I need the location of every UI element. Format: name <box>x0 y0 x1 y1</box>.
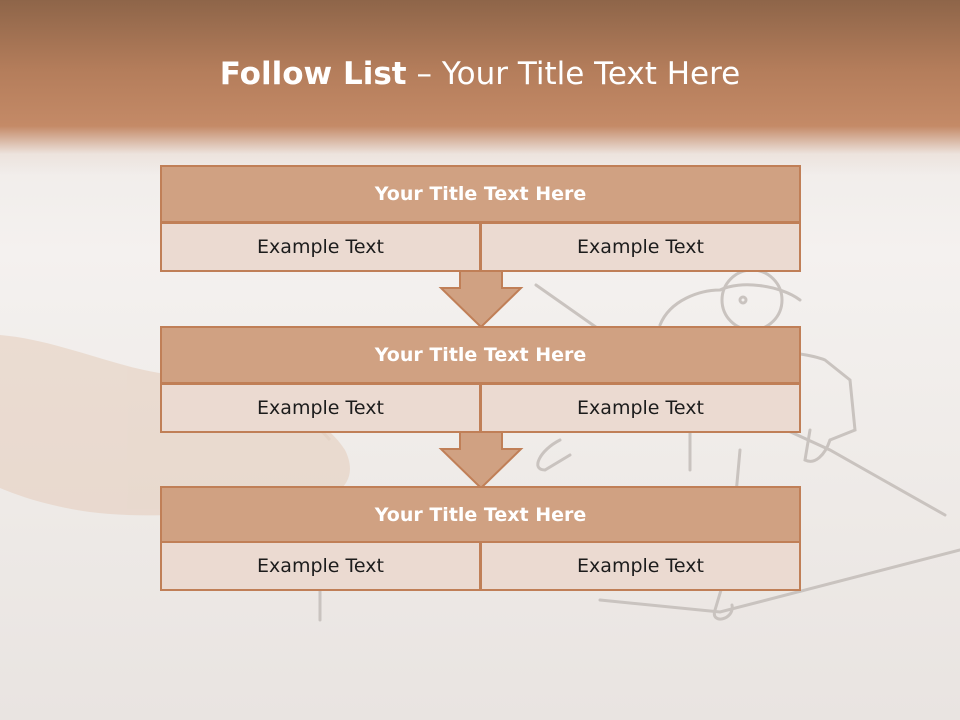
step-2-title: Your Title Text Here <box>160 326 801 384</box>
step-3-right-cell: Example Text <box>480 541 801 591</box>
slide-title: Follow List – Your Title Text Here <box>0 56 960 92</box>
step-1-left-cell: Example Text <box>160 222 481 272</box>
step-1-right-cell: Example Text <box>480 222 801 272</box>
slide-title-rest: – Your Title Text Here <box>406 56 741 92</box>
header-band <box>0 0 960 175</box>
step-3-title: Your Title Text Here <box>160 486 801 544</box>
slide-title-bold: Follow List <box>219 56 407 92</box>
down-arrow-icon <box>438 431 524 490</box>
step-2-left-cell: Example Text <box>160 383 481 433</box>
step-2-right-cell: Example Text <box>480 383 801 433</box>
step-3-left-cell: Example Text <box>160 541 481 591</box>
step-1-title: Your Title Text Here <box>160 165 801 223</box>
down-arrow-icon <box>438 270 524 329</box>
